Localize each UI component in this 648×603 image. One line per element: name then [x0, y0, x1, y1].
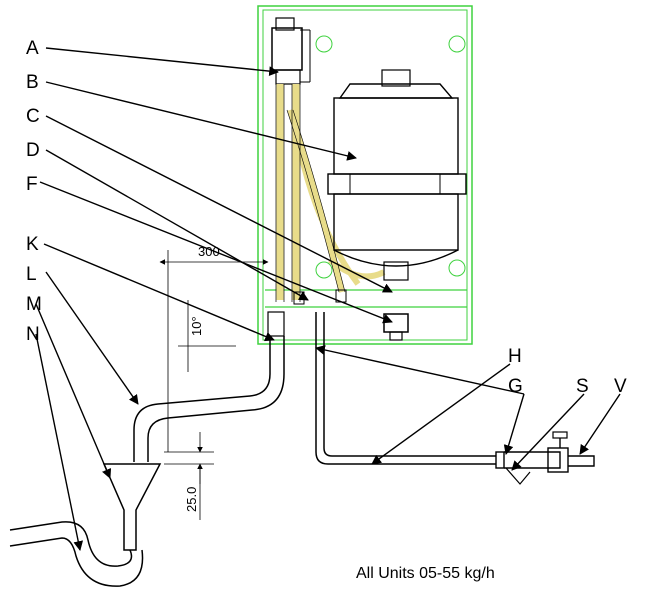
dimension-gap: 25.0 [184, 487, 199, 512]
label-g: G [508, 376, 523, 397]
label-a: A [26, 38, 39, 59]
dimension-300: 300 [198, 244, 220, 259]
label-s: S [576, 376, 589, 397]
leader-lines [35, 47, 621, 551]
label-v: V [614, 376, 627, 397]
hoses [275, 84, 386, 302]
label-c: C [26, 106, 40, 127]
feed-valve-assembly [271, 17, 311, 85]
label-b: B [26, 72, 39, 93]
dimension-slope: 10° [189, 316, 204, 336]
label-k: K [26, 234, 39, 255]
drain-pipe [133, 311, 285, 462]
dimension-lines [159, 250, 269, 520]
label-l: L [26, 264, 37, 285]
label-d: D [26, 140, 40, 161]
label-n: N [26, 324, 40, 345]
steam-cylinder [327, 69, 467, 281]
label-m: M [26, 294, 42, 315]
water-supply-line [315, 312, 595, 485]
humidifier-cabinet [257, 5, 473, 345]
drain-funnel [102, 463, 162, 551]
siphon-trap [9, 521, 144, 587]
caption: All Units 05-55 kg/h [356, 565, 495, 582]
label-f: F [26, 174, 38, 195]
label-h: H [508, 346, 522, 367]
drain-pump [293, 289, 409, 341]
